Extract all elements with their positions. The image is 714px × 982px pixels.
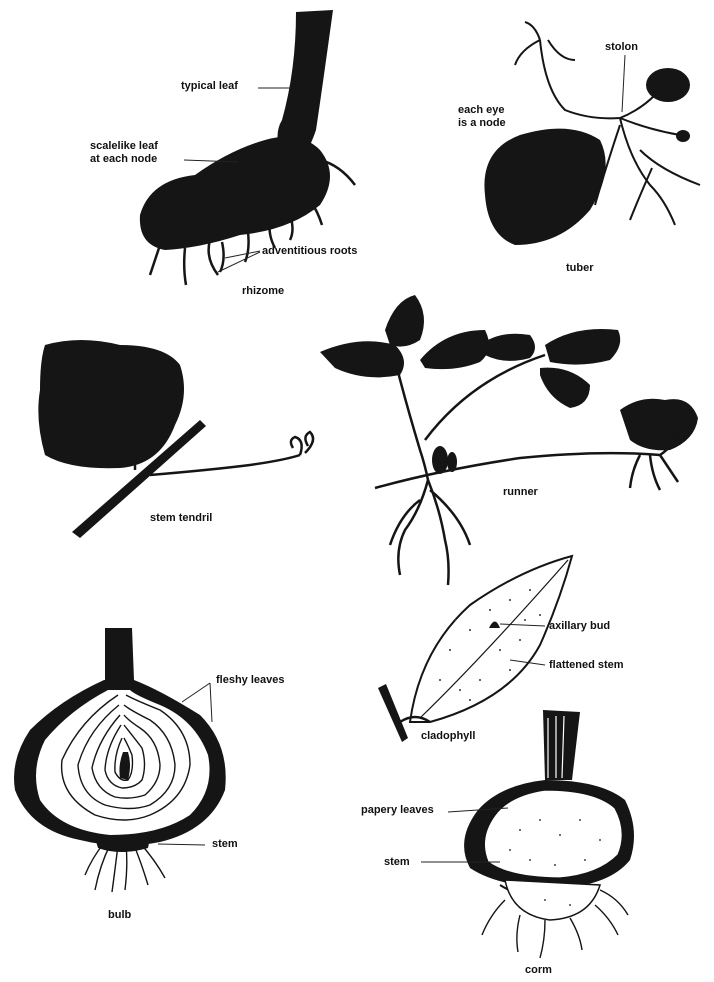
label-each-eye-text: each eye is a node (458, 104, 506, 129)
label-each-eye: each eye is a node (458, 104, 506, 130)
caption-stem-tendril: stem tendril (150, 512, 212, 525)
rhizome-illustration (140, 10, 355, 285)
corm-illustration (421, 710, 634, 958)
label-scalelike-leaf: scalelike leaf at each node (90, 140, 158, 166)
label-scalelike-leaf-text: scalelike leaf at each node (90, 140, 158, 165)
label-stolon: stolon (605, 41, 638, 54)
label-bulb-stem: stem (212, 838, 238, 851)
label-papery-leaves: papery leaves (361, 804, 434, 817)
label-flattened-stem: flattened stem (549, 659, 624, 672)
stem-tendril-illustration (38, 340, 313, 538)
label-fleshy-leaves: fleshy leaves (216, 674, 285, 687)
caption-runner: runner (503, 486, 538, 499)
label-typical-leaf: typical leaf (181, 80, 238, 93)
label-axillary-bud: axillary bud (549, 620, 610, 633)
cladophyll-illustration (378, 556, 572, 742)
tuber-illustration (484, 22, 700, 245)
bulb-illustration (14, 628, 226, 892)
caption-corm: corm (525, 964, 552, 977)
caption-cladophyll: cladophyll (421, 730, 475, 743)
caption-rhizome: rhizome (242, 285, 284, 298)
runner-illustration (320, 295, 698, 585)
label-adventitious-roots: adventitious roots (262, 245, 357, 258)
caption-bulb: bulb (108, 909, 131, 922)
caption-tuber: tuber (566, 262, 594, 275)
label-corm-stem: stem (384, 856, 410, 869)
